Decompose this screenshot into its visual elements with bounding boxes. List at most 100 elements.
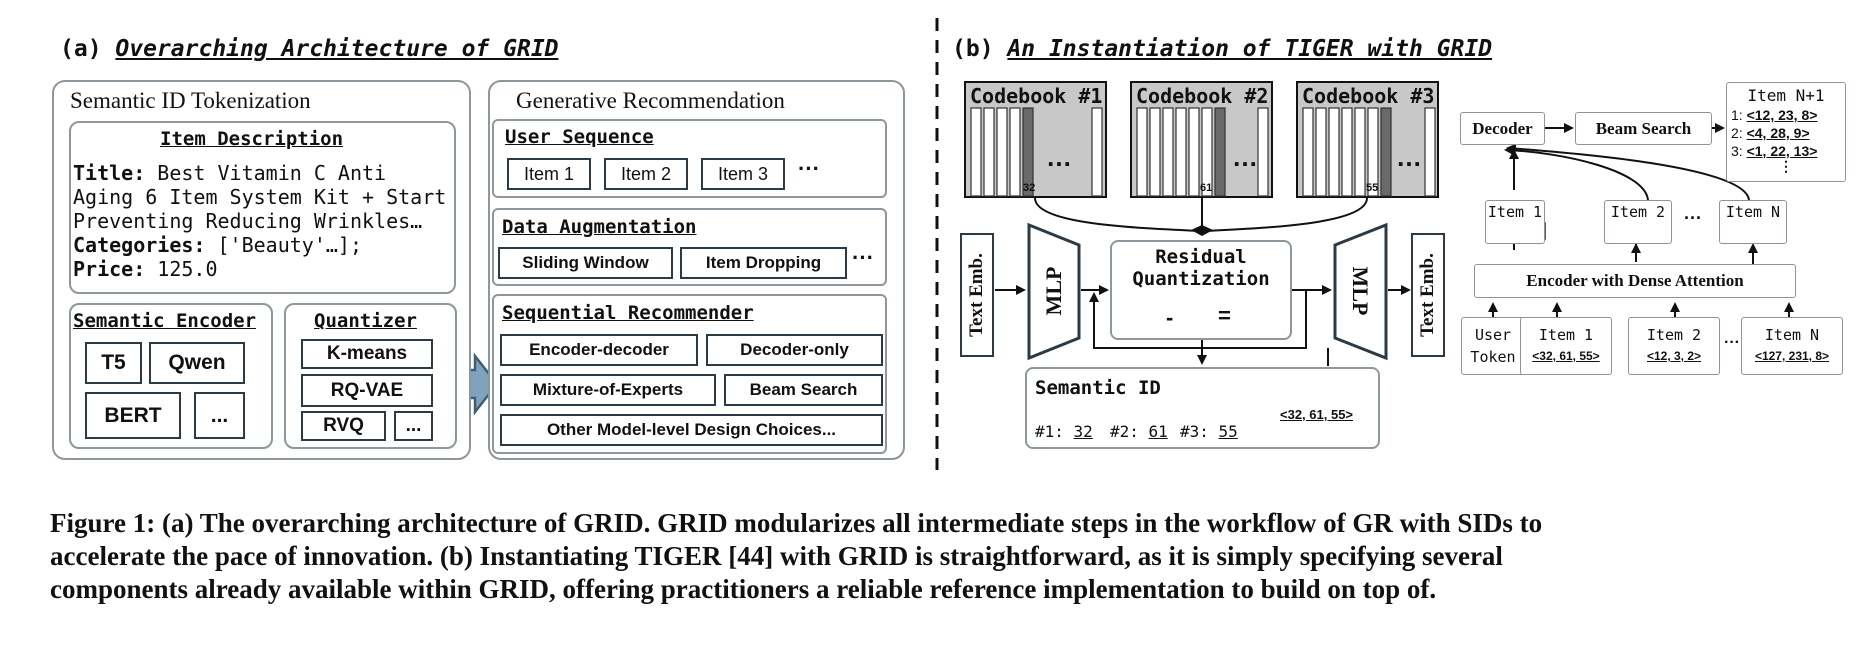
output-row-1-rank: 1: [1731, 107, 1743, 123]
codebook-3-graphic [1296, 81, 1439, 198]
output-row-3: 3: <1, 22, 13> [1731, 142, 1841, 160]
user-token-line-1: User [1474, 326, 1512, 344]
semantic-id-code-1-label: #1: [1035, 422, 1064, 441]
encoder-box: Encoder with Dense Attention [1474, 264, 1796, 298]
input-item-n-name: Item N [1764, 326, 1820, 344]
codebook-1-index: 32 [1023, 182, 1036, 194]
augmentation-more: ··· [852, 245, 874, 270]
categories-field-label: Categories: [73, 233, 206, 257]
semantic-id-code-2-label: #2: [1110, 422, 1139, 441]
sequence-item-2: Item 2 [604, 158, 688, 190]
panel-b-heading: (b) An Instantiation of TIGER with GRID [952, 36, 1492, 62]
codebook-2-graphic [1130, 81, 1273, 198]
price-field-value: 125.0 [157, 257, 218, 281]
text-emb-output-box: Text Emb. [1411, 233, 1445, 357]
title-field-value-1: Best Vitamin C Anti [157, 161, 387, 185]
input-item-1-box: Item 1 <32, 61, 55> [1520, 317, 1612, 375]
quantizer-option-kmeans: K-means [301, 339, 433, 369]
quantizer-option-more: ... [394, 411, 433, 441]
recommender-decoder-only: Decoder-only [706, 334, 883, 366]
beam-search-box: Beam Search [1575, 112, 1712, 145]
mlp-output-label: MLP [1348, 266, 1373, 316]
mlp-in-shape [1027, 222, 1081, 361]
item-description-text: Title: Best Vitamin C Anti Aging 6 Item … [73, 161, 446, 281]
hidden-item-2: Item 2 [1604, 200, 1672, 244]
semantic-id-result: <32, 61, 55> [1280, 407, 1354, 422]
output-row-2: 2: <4, 28, 9> [1731, 124, 1841, 142]
user-sequence-title: User Sequence [505, 126, 654, 148]
price-field-label: Price: [73, 257, 146, 281]
item-description-title: Item Description [160, 128, 344, 150]
semantic-id-code-3: #3: 55 [1180, 422, 1238, 441]
codebook-3-index: 55 [1366, 182, 1379, 194]
input-item-n-sid: <127, 231, 8> [1754, 349, 1830, 363]
semantic-id-title: Semantic ID [1035, 377, 1161, 399]
mlp-input-label: MLP [1041, 266, 1066, 316]
text-emb-input-label: Text Emb. [966, 253, 987, 337]
user-token-line-2: Token [1470, 348, 1516, 366]
quantizer-option-rqvae: RQ-VAE [301, 374, 433, 407]
data-augmentation-title: Data Augmentation [502, 216, 697, 238]
codebook-1-graphic [964, 81, 1107, 198]
item-description-box [69, 121, 456, 294]
sequence-more: ··· [798, 156, 820, 181]
residual-quantization-box [1110, 240, 1292, 340]
panel-b-label: (b) [952, 36, 994, 62]
input-item-n-box: Item N <127, 231, 8> [1741, 317, 1843, 375]
hidden-items-ellipsis: ··· [1684, 208, 1702, 228]
panel-a-title: Overarching Architecture of GRID [115, 36, 559, 62]
output-title: Item N+1 [1747, 86, 1825, 105]
sid-tokenization-title: Semantic ID Tokenization [70, 88, 311, 113]
caption-line-1: Figure 1: (a) The overarching architectu… [50, 508, 1543, 538]
recommender-other-choices: Other Model-level Design Choices... [500, 414, 883, 446]
quantizer-title: Quantizer [314, 310, 417, 332]
output-row-3-rank: 3: [1731, 143, 1743, 159]
panel-a-heading: (a) Overarching Architecture of GRID [60, 36, 559, 62]
input-item-1-sid: <32, 61, 55> [1532, 349, 1600, 363]
text-emb-input-box: Text Emb. [960, 233, 994, 357]
title-field-label: Title: [73, 161, 146, 185]
residual-quantization-label: Residual Quantization [1132, 246, 1270, 290]
output-row-2-value: <4, 28, 9> [1746, 125, 1810, 141]
semantic-encoder-title: Semantic Encoder [73, 310, 257, 332]
output-row-3-value: <1, 22, 13> [1746, 143, 1818, 159]
quantizer-option-rvq: RVQ [301, 411, 386, 441]
augmentation-sliding-window: Sliding Window [498, 247, 673, 279]
recommender-encoder-decoder: Encoder-decoder [500, 334, 698, 366]
equals-sign: = [1218, 303, 1231, 328]
input-item-1-name: Item 1 [1538, 326, 1594, 344]
output-more: ⋮ [1779, 158, 1793, 174]
generative-rec-title: Generative Recommendation [516, 88, 785, 113]
semantic-id-code-1-value: 32 [1073, 422, 1093, 441]
minus-sign: - [1166, 305, 1174, 330]
caption-line-3: components already available within GRID… [50, 574, 1437, 604]
hidden-item-n: Item N [1719, 200, 1787, 244]
categories-field-value: ['Beauty'…]; [217, 233, 363, 257]
encoder-option-qwen: Qwen [149, 342, 245, 384]
sequence-item-3: Item 3 [701, 158, 785, 190]
output-list-box: Item N+1 1: <12, 23, 8> 2: <4, 28, 9> 3:… [1726, 82, 1846, 182]
caption-line-2: accelerate the pace of innovation. (b) I… [50, 541, 1503, 571]
input-item-2-box: Item 2 <12, 3, 2> [1628, 317, 1720, 375]
encoder-option-t5: T5 [85, 342, 142, 384]
recommender-beam-search: Beam Search [724, 374, 883, 406]
codebook-1-label: Codebook #1 [970, 84, 1103, 108]
codebook-2-dots: … [1232, 142, 1258, 172]
semantic-id-code-1: #1: 32 [1035, 422, 1093, 441]
sequential-recommender-title: Sequential Recommender [502, 302, 754, 324]
mlp-out-shape [1333, 222, 1388, 361]
title-field-value-2: Aging 6 Item System Kit + Start [73, 185, 447, 209]
output-row-1: 1: <12, 23, 8> [1731, 106, 1841, 124]
augmentation-item-dropping: Item Dropping [680, 247, 847, 279]
codebook-3-dots: … [1396, 142, 1422, 172]
codebook-2-label: Codebook #2 [1136, 84, 1269, 108]
panel-a-label: (a) [60, 36, 102, 62]
codebook-3-label: Codebook #3 [1302, 84, 1435, 108]
input-item-2-name: Item 2 [1646, 326, 1702, 344]
output-row-2-rank: 2: [1731, 125, 1743, 141]
input-items-ellipsis: ··· [1724, 334, 1740, 351]
semantic-id-code-2: #2: 61 [1110, 422, 1168, 441]
input-item-2-sid: <12, 3, 2> [1646, 349, 1702, 363]
semantic-id-box [1025, 367, 1380, 449]
panel-b-title: An Instantiation of TIGER with GRID [1007, 36, 1493, 62]
